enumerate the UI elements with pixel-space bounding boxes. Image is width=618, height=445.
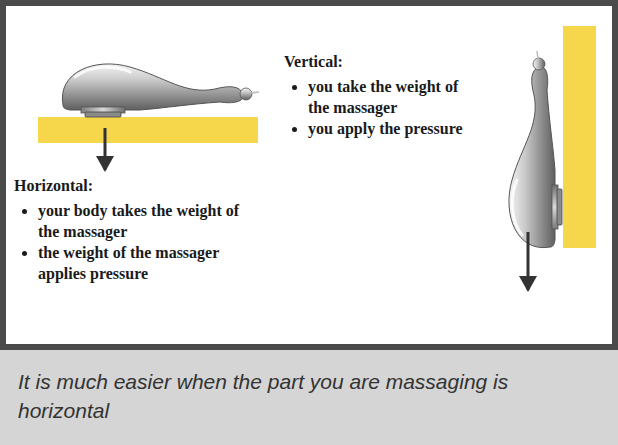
bullet-list: your body takes the weight of the massag…: [16, 200, 242, 284]
section-heading: Vertical:: [284, 52, 343, 72]
horizontal-massager: [62, 64, 259, 117]
horizontal-surface: [38, 117, 258, 143]
vertical-massager: [509, 51, 562, 248]
arrow-head: [96, 156, 114, 172]
bullet-point: you apply the pressure: [308, 118, 476, 139]
bullet-list: you take the weight of the massageryou a…: [286, 76, 476, 139]
bullet-point: you take the weight of the massager: [308, 76, 476, 118]
bullet-point: the weight of the massager applies press…: [38, 242, 242, 284]
section-heading: Horizontal:: [14, 176, 93, 196]
arrow-head: [519, 276, 537, 292]
vertical-surface: [563, 26, 596, 248]
bullet-point: your body takes the weight of the massag…: [38, 200, 242, 242]
caption: It is much easier when the part you are …: [18, 367, 603, 425]
